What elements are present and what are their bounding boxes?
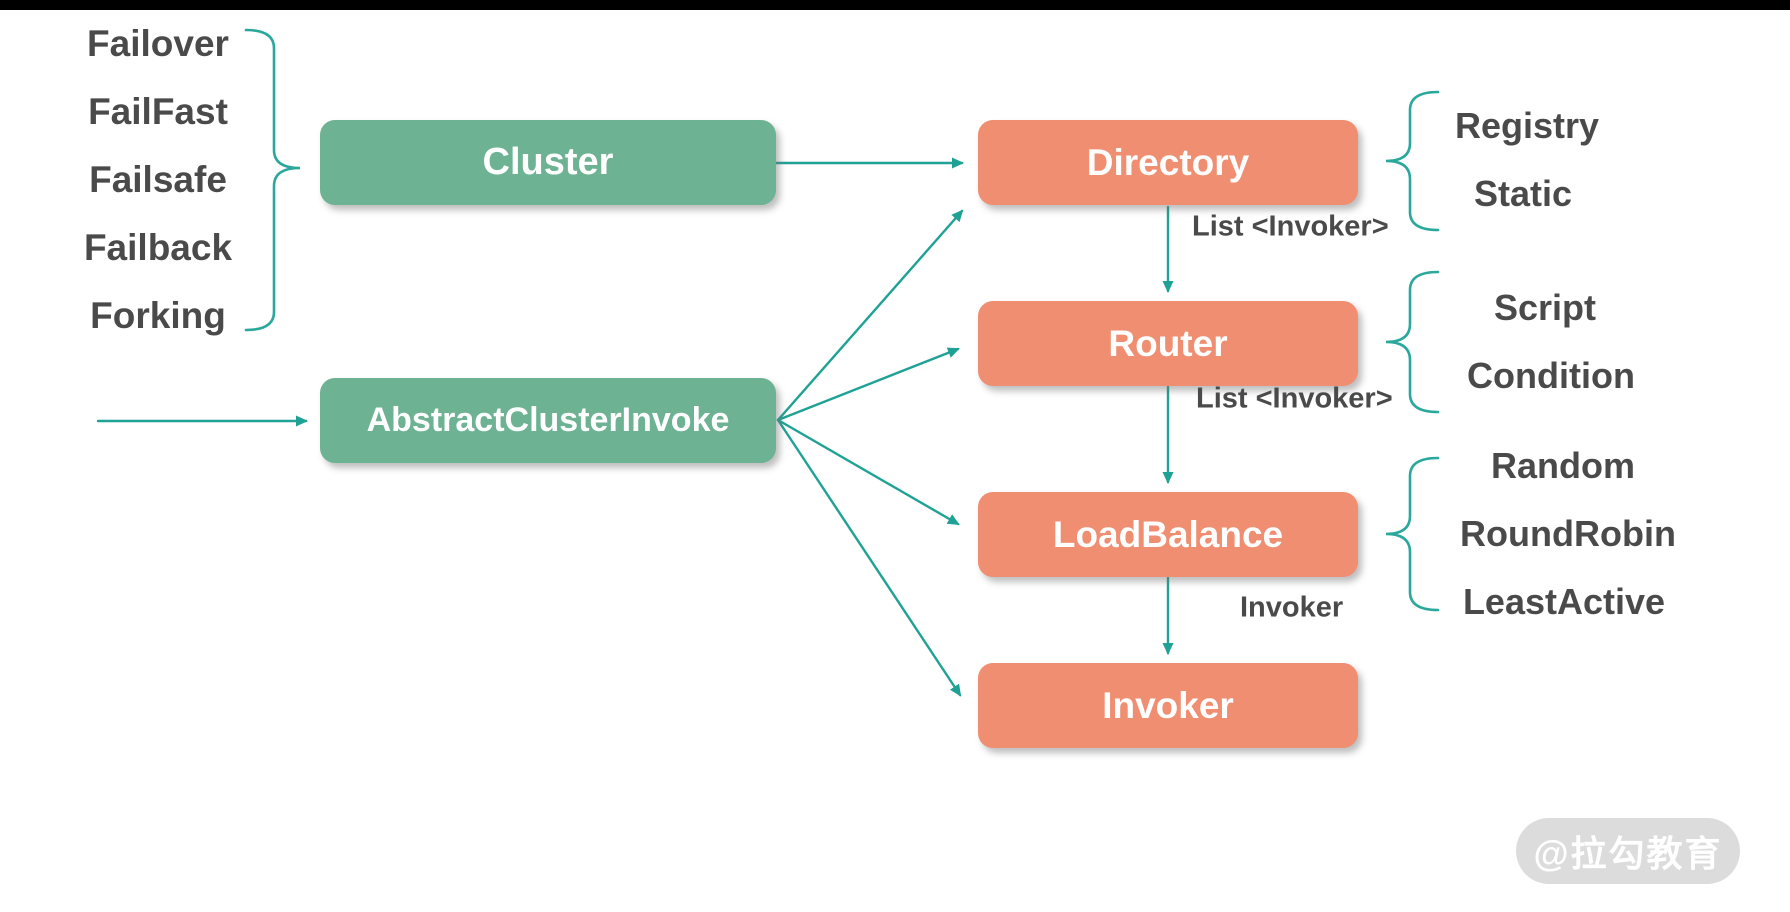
annotation-condition: Condition: [1467, 355, 1635, 396]
node-router: Router: [978, 301, 1358, 386]
strategy-label-failback: Failback: [83, 227, 233, 268]
node-cluster-label: Cluster: [482, 141, 614, 183]
strategy-label-failsafe: Failsafe: [89, 159, 227, 200]
watermark-badge: @拉勾教育: [1516, 818, 1740, 884]
strategy-label-failover: Failover: [87, 23, 229, 64]
arrow-abstract-to-loadbalance: [776, 418, 960, 526]
brace-left-cluster: [244, 28, 301, 332]
brace-right-router: [1385, 270, 1440, 414]
annotation-leastactive: LeastActive: [1462, 581, 1666, 622]
strategy-label-forking: Forking: [90, 295, 226, 336]
node-loadbalance-label: LoadBalance: [1052, 513, 1284, 555]
strategy-label-failfast: FailFast: [88, 91, 228, 132]
node-loadbalance: LoadBalance: [978, 492, 1358, 577]
annotation-registry: Registry: [1454, 105, 1600, 146]
node-router-label: Router: [1108, 322, 1228, 364]
node-invoker: Invoker: [978, 663, 1358, 748]
annotation-static: Static: [1473, 173, 1573, 214]
node-directory-label: Directory: [1086, 141, 1250, 183]
brace-right-loadbalance: [1385, 456, 1440, 612]
arrow-abstract-to-directory: [776, 209, 964, 422]
top-black-bar: [0, 0, 1790, 10]
edge-label-list-invoker-2: List <Invoker>: [1196, 382, 1393, 415]
arrow-abstract-to-invoker: [776, 418, 962, 697]
annotation-roundrobin: RoundRobin: [1460, 513, 1676, 554]
arrow-abstract-to-router: [776, 347, 960, 422]
annotation-random: Random: [1491, 445, 1635, 486]
node-invoker-label: Invoker: [1102, 684, 1234, 726]
watermark-text: @拉勾教育: [1533, 833, 1723, 874]
node-abstract-cluster-invoke: AbstractClusterInvoke: [320, 378, 776, 463]
node-cluster: Cluster: [320, 120, 776, 205]
node-directory: Directory: [978, 120, 1358, 205]
node-abstract-cluster-invoke-label: AbstractClusterInvoke: [366, 401, 730, 439]
brace-right-directory: [1385, 90, 1440, 232]
annotation-script: Script: [1493, 287, 1597, 328]
edge-label-invoker: Invoker: [1240, 591, 1344, 624]
edge-label-list-invoker-1: List <Invoker>: [1192, 210, 1389, 243]
